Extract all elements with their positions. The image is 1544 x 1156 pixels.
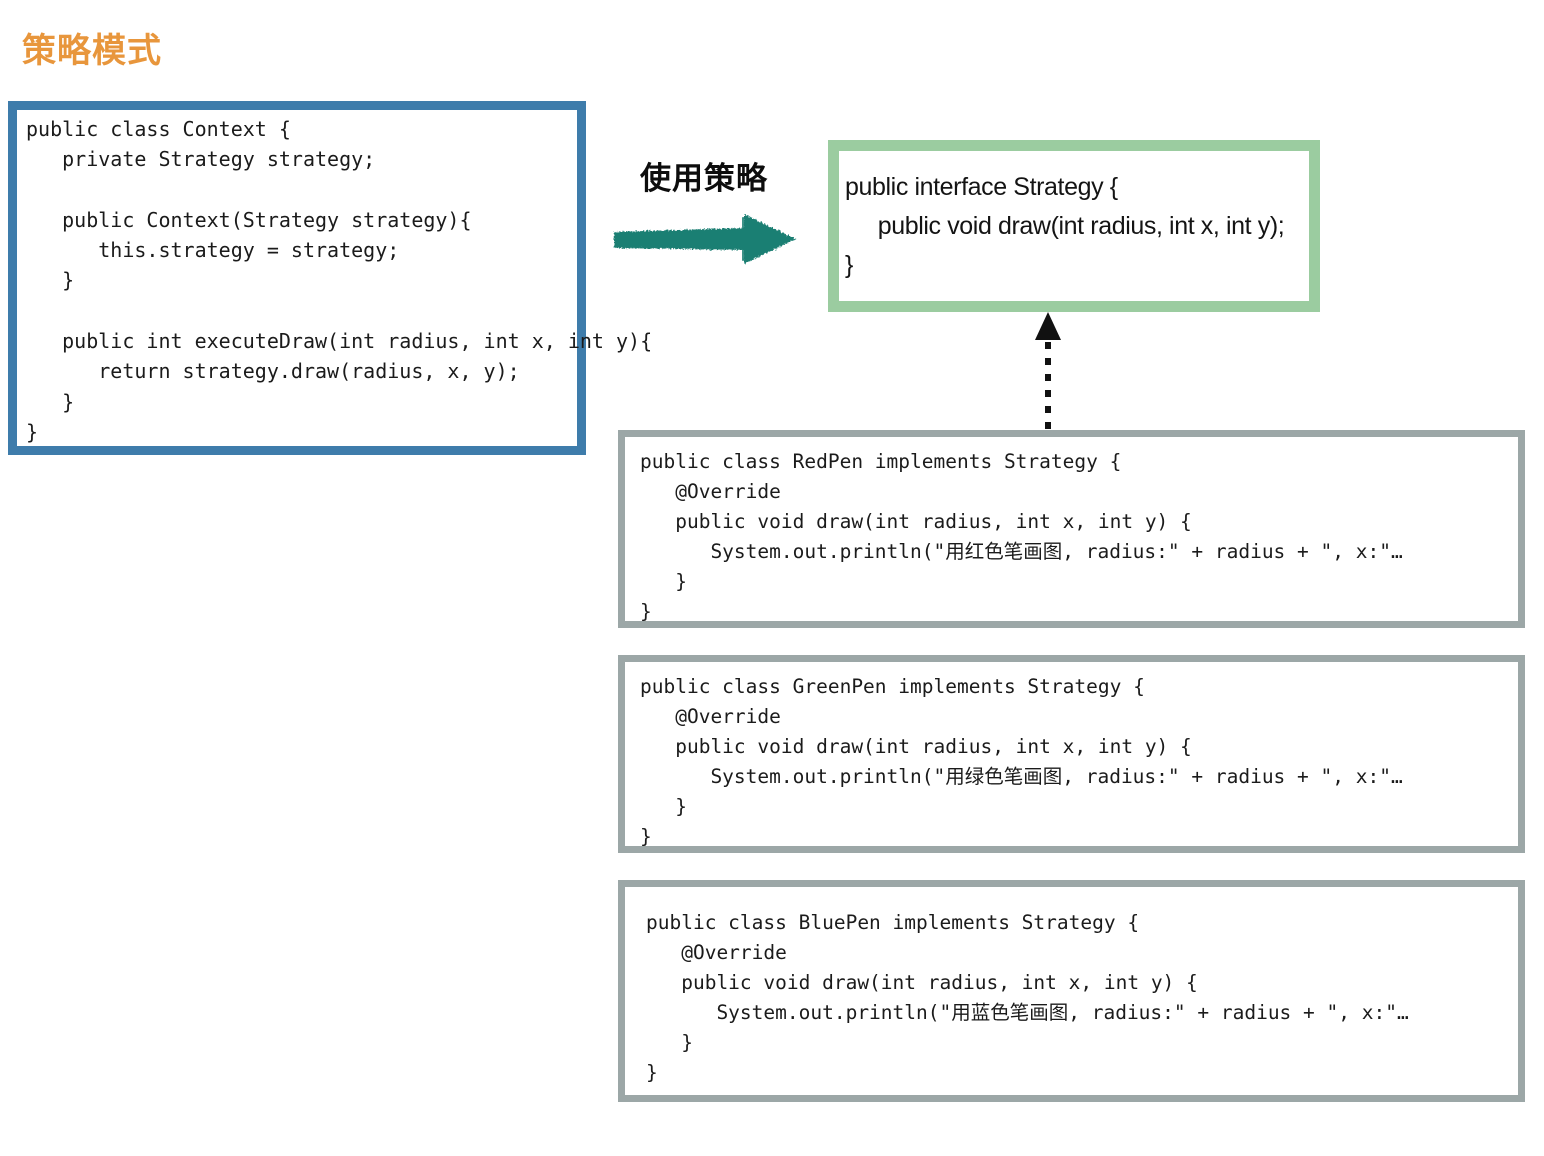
bluepen-class-box [618, 880, 1525, 1102]
strategy-interface-code: public interface Strategy { public void … [845, 173, 1285, 279]
context-class-box [8, 101, 586, 455]
strategy-interface-box [828, 140, 1320, 312]
brush-arrow-right-icon [614, 214, 796, 264]
dotted-arrow-up-icon [1035, 312, 1061, 430]
use-strategy-relation: 使用策略 [612, 160, 824, 270]
use-strategy-label: 使用策略 [640, 161, 768, 196]
redpen-class-code: public class RedPen implements Strategy … [640, 450, 1403, 623]
page-title: 策略模式 [22, 32, 162, 70]
greenpen-class-code: public class GreenPen implements Strateg… [640, 675, 1403, 848]
context-class-code: public class Context { private Strategy … [26, 117, 653, 444]
bluepen-class-code: public class BluePen implements Strategy… [646, 911, 1409, 1084]
greenpen-class-box [618, 655, 1525, 853]
redpen-class-box [618, 430, 1525, 628]
